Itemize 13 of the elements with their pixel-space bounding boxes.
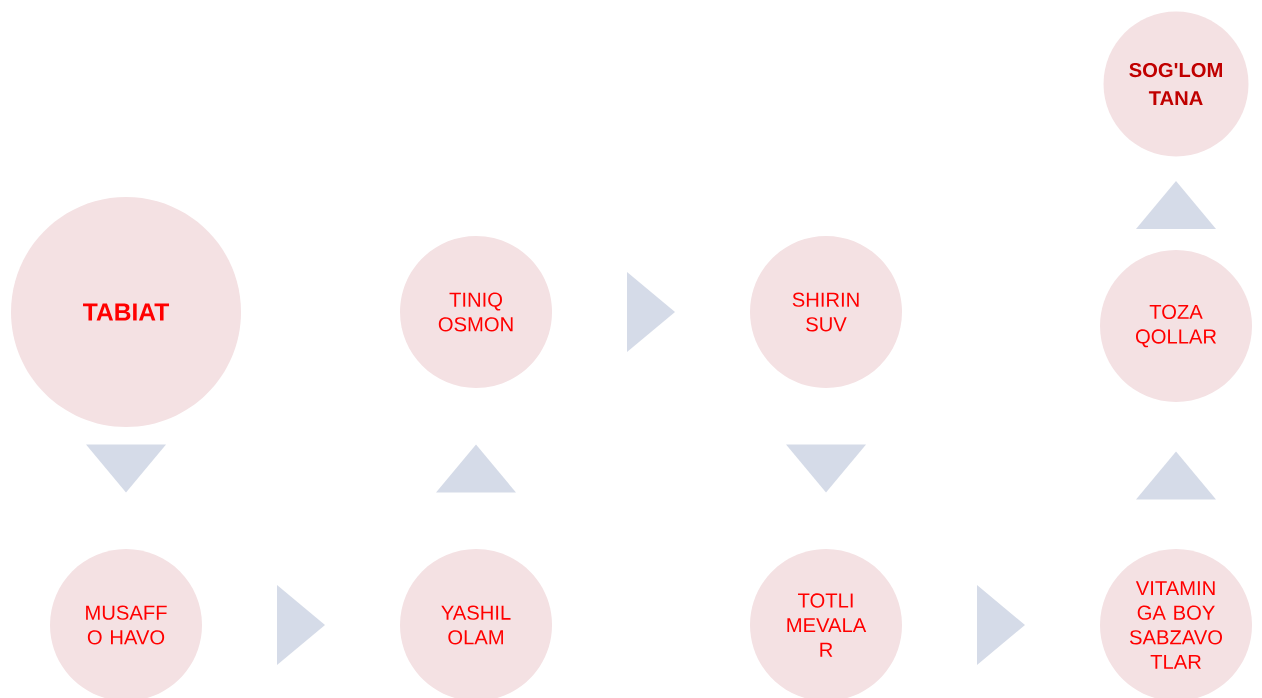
arrow <box>627 272 675 352</box>
circle-node: SHIRIN SUV <box>750 236 902 388</box>
circle-node: TABIAT <box>11 197 241 427</box>
arrow <box>86 444 166 493</box>
arrow <box>436 444 516 493</box>
circle-node: SOG'LOM TANA <box>1103 11 1249 157</box>
arrow <box>977 585 1025 665</box>
arrow <box>786 444 866 493</box>
arrow <box>1136 181 1216 229</box>
circle-node: TINIQ OSMON <box>400 236 552 388</box>
circle-node: TOZA QOLLAR <box>1100 250 1252 402</box>
arrow <box>1136 451 1216 500</box>
arrow <box>277 585 325 665</box>
